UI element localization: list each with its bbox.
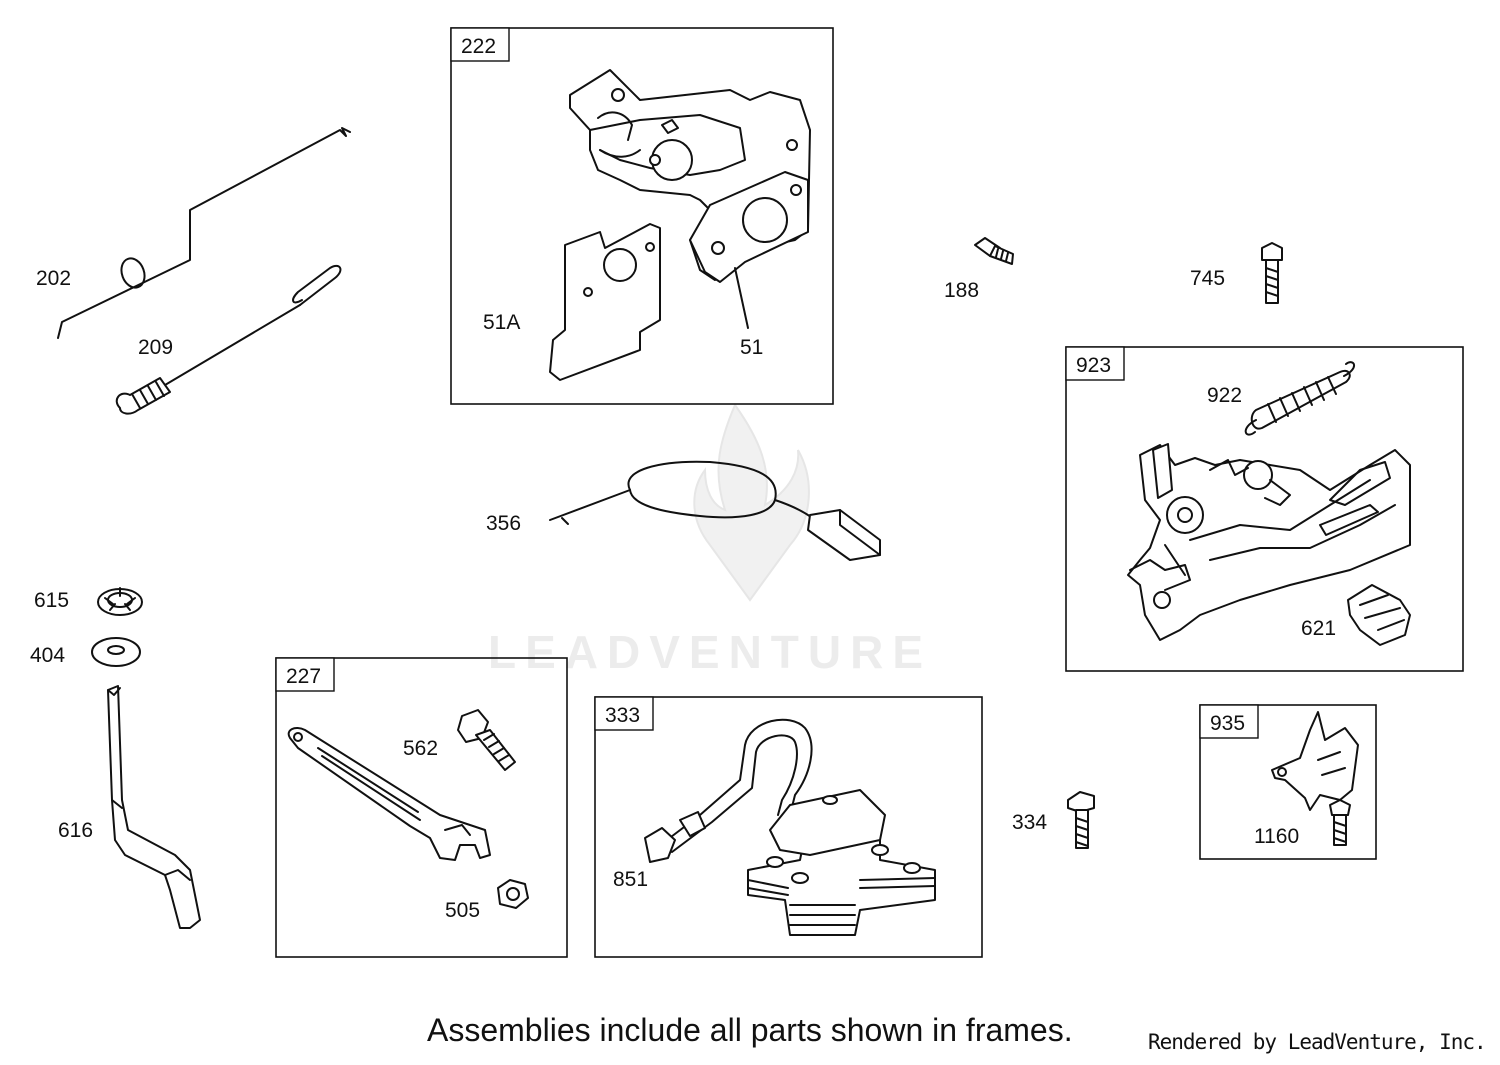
frame-label-935: 935 [1210,712,1245,735]
frame-935: 935 [1199,704,1377,860]
label-51: 51 [740,336,763,359]
assemblies-caption: Assemblies include all parts shown in fr… [427,1012,1073,1048]
armature-851-drawing [644,718,936,936]
render-credit: Rendered by LeadVenture, Inc. [1148,1030,1487,1054]
frame-222: 222 [450,27,834,405]
spring-922-drawing [1244,361,1355,436]
bolt-745-drawing [1261,242,1283,304]
frame-227: 227 [275,657,568,958]
clip-621-drawing [1347,584,1411,646]
label-51A: 51A [483,311,520,334]
governor-spring-drawing [115,264,342,415]
label-745: 745 [1190,267,1225,290]
screw-1160-drawing [1329,799,1351,846]
label-621: 621 [1301,617,1336,640]
washer-404-drawing [91,637,141,667]
frame-923: 923 [1065,346,1464,672]
label-356: 356 [486,512,521,535]
frame-label-222: 222 [461,35,496,58]
label-188: 188 [944,279,979,302]
bracket-935-drawing [1271,711,1359,811]
screw-188-drawing [974,237,1014,265]
screw-562-drawing [457,709,516,771]
label-404: 404 [30,644,65,667]
label-202: 202 [36,267,71,290]
carburetor-assembly-drawing [569,69,811,329]
frame-label-923: 923 [1076,354,1111,377]
ground-wire-356-drawing [549,460,881,561]
governor-link-drawing [57,127,351,339]
label-209: 209 [138,336,173,359]
frame-333: 333 [594,696,983,958]
label-334: 334 [1012,811,1047,834]
label-1160: 1160 [1254,825,1299,848]
gasket-51A-drawing [549,223,661,381]
lever-227-drawing [287,727,491,861]
frame-label-227: 227 [286,665,321,688]
label-562: 562 [403,737,438,760]
retainer-615-drawing [97,587,143,616]
bolt-334-drawing [1067,791,1095,849]
watermark-logo [693,402,810,602]
nut-505-drawing [497,879,529,909]
label-922: 922 [1207,384,1242,407]
label-505: 505 [445,899,480,922]
control-bracket-923-drawing [1127,443,1411,641]
label-616: 616 [58,819,93,842]
frame-label-333: 333 [605,704,640,727]
watermark-text: LEADVENTURE [488,626,932,678]
label-851: 851 [613,868,648,891]
label-615: 615 [34,589,69,612]
governor-lever-616-drawing [107,685,201,929]
